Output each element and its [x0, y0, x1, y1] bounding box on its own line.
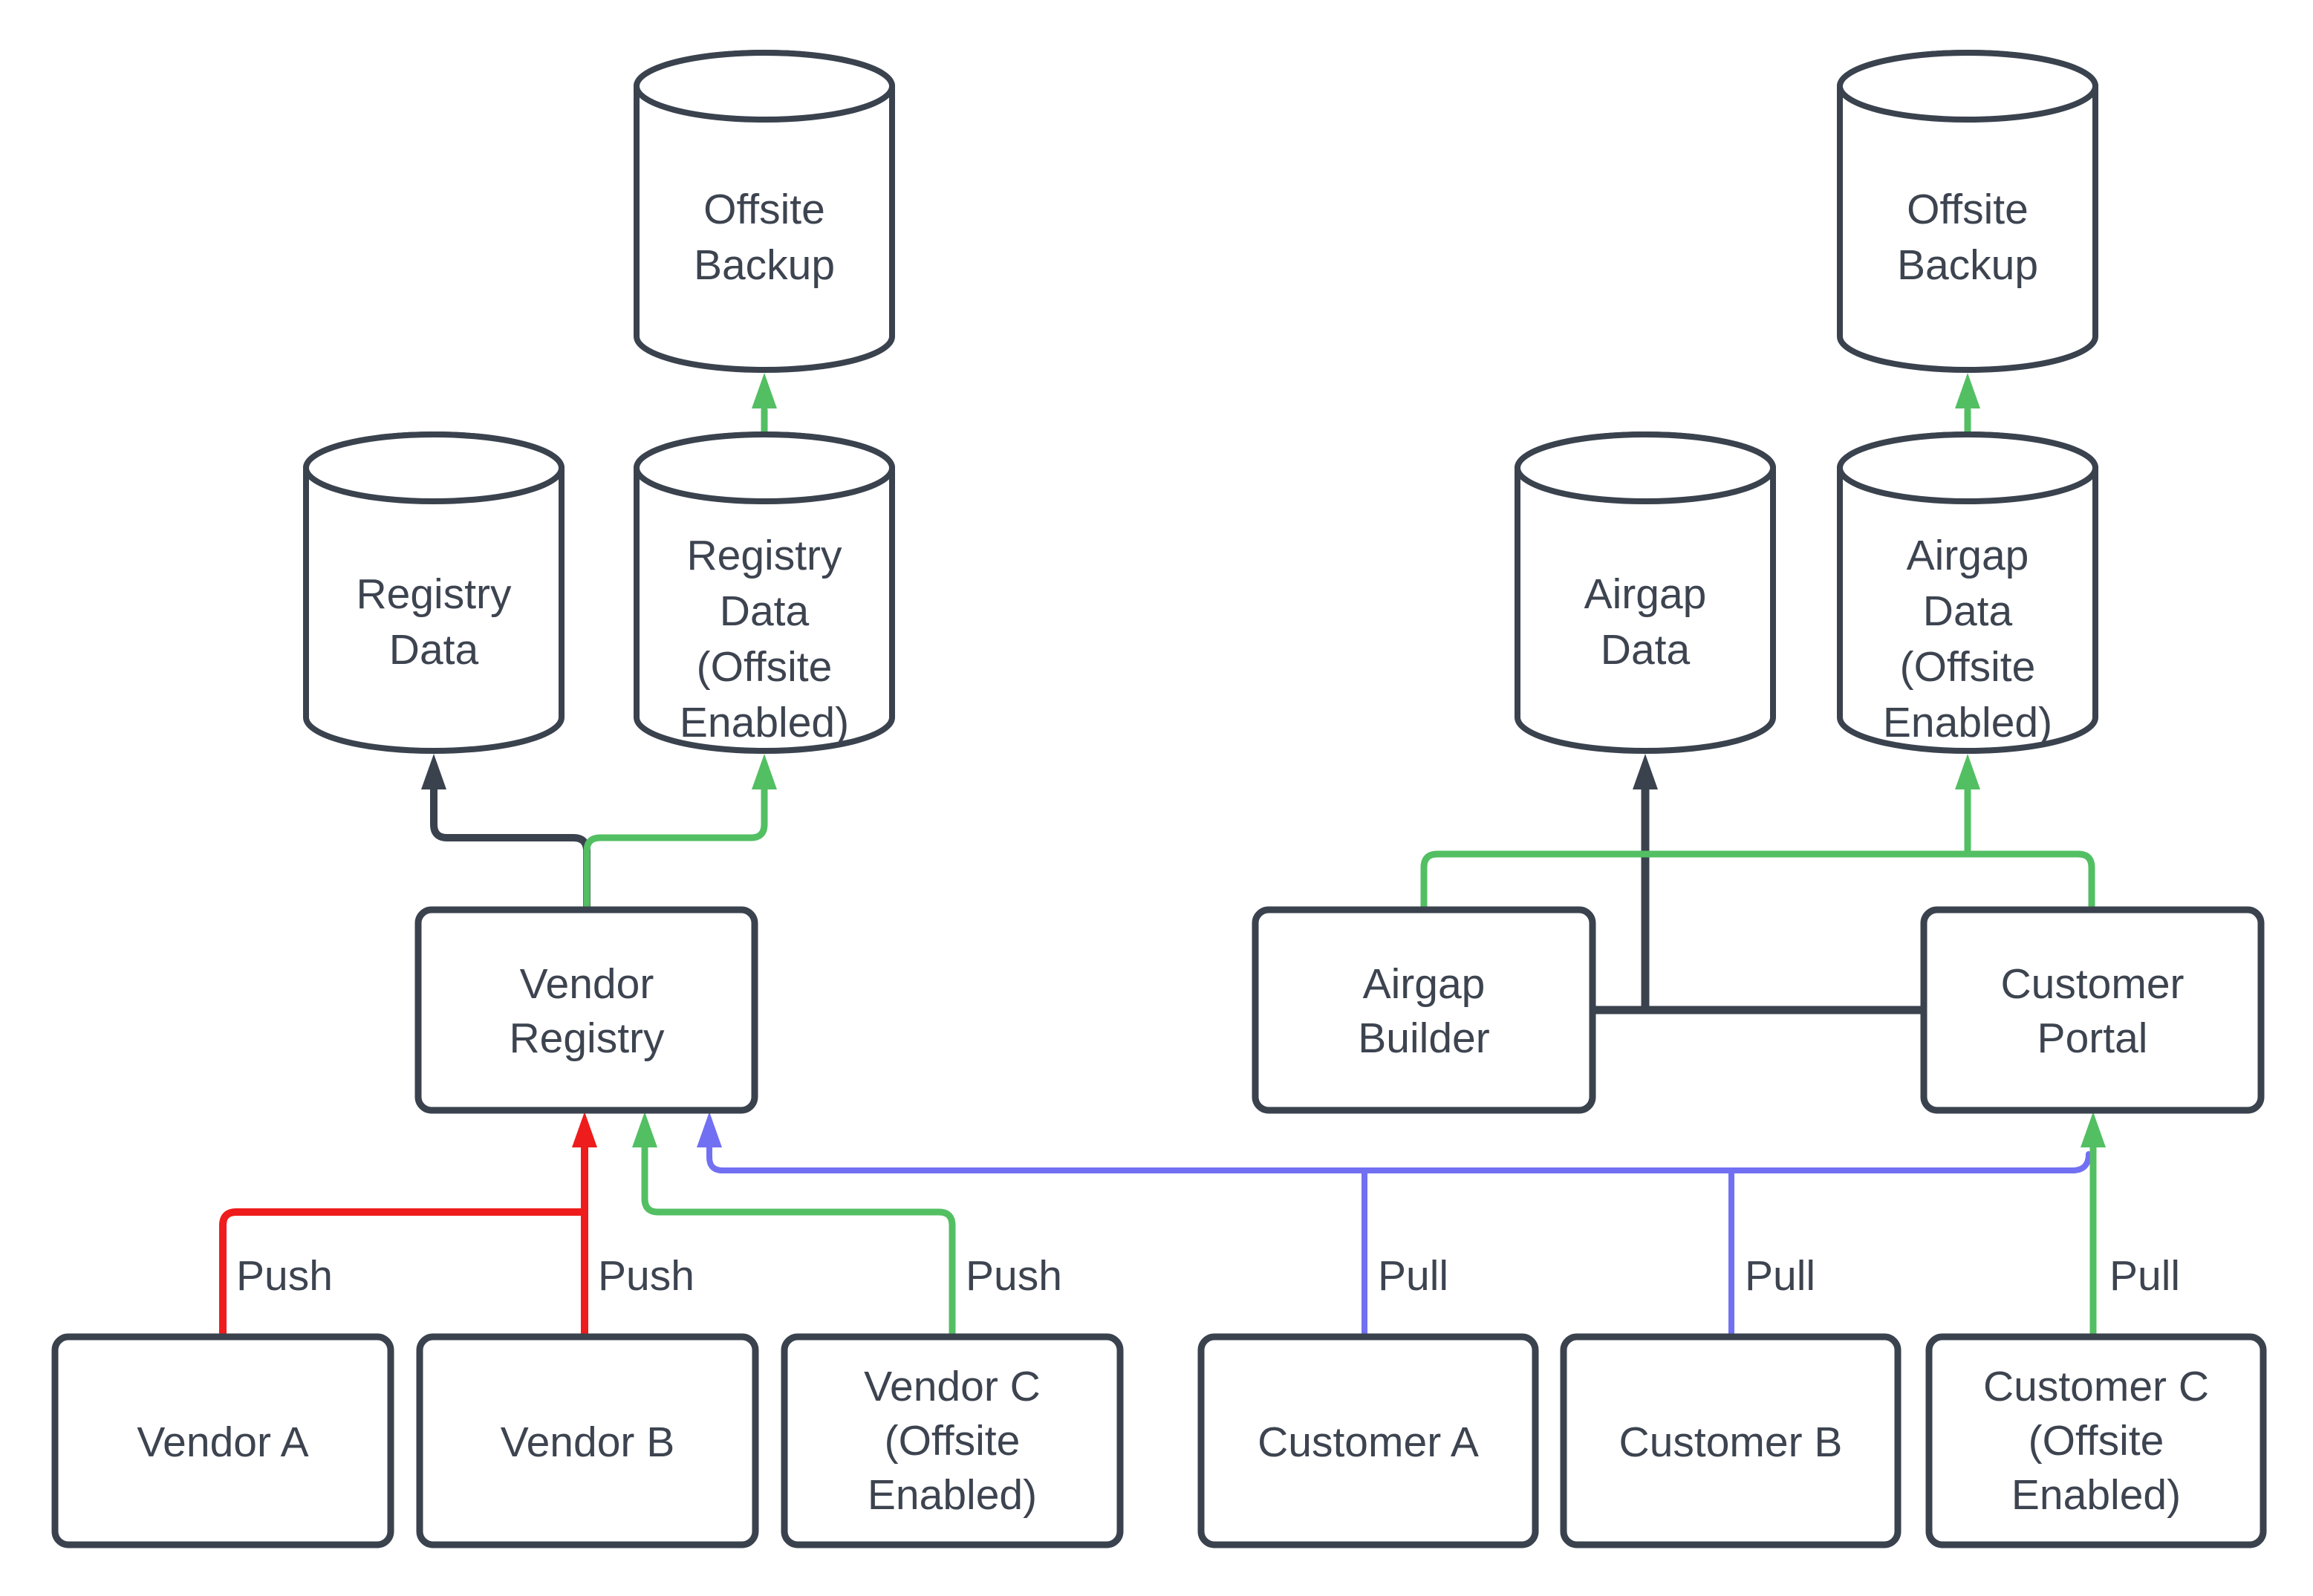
- box-customer-c: Customer C (Offsite Enabled): [1925, 1333, 2267, 1548]
- customer-portal-box: [1920, 906, 2265, 1114]
- arrowhead-customer-portal: [2081, 1112, 2106, 1147]
- customer-portal-label: Customer: [2000, 960, 2184, 1008]
- arrowhead-vendor-registry-blue: [697, 1112, 722, 1147]
- vendor-registry-box: [414, 906, 758, 1114]
- customer-a-box: [1197, 1333, 1539, 1548]
- cylinder-airgap-data: Airgap Data: [1515, 431, 1776, 754]
- arrowhead-vendor-registry-red: [572, 1112, 597, 1147]
- customer-c-box: [1925, 1333, 2267, 1548]
- vendor-registry-label: Registry: [509, 1014, 665, 1062]
- customer-c-label: (Offsite: [2029, 1417, 2164, 1465]
- box-vendor-registry: Vendor Registry: [414, 906, 758, 1114]
- vendor-c-label: (Offsite: [885, 1417, 1021, 1465]
- edge-vendor-registry-to-registry-data: [430, 780, 591, 913]
- cylinder-airgap-data-offsite: Airgap Data (Offsite Enabled): [1837, 431, 2098, 754]
- box-vendor-b: Vendor B: [416, 1333, 759, 1548]
- cylinder-top: [1837, 431, 2098, 504]
- edge-vendor-c-to-vendor-registry: [641, 1141, 956, 1341]
- cylinder-top: [1515, 431, 1776, 504]
- arrowhead-registry-data-offsite: [752, 754, 777, 789]
- vendor-b-label: Vendor B: [501, 1419, 675, 1466]
- pull-label-customer-c: Pull: [2109, 1252, 2180, 1300]
- airgap-builder-box: [1252, 906, 1596, 1114]
- customer-c-label: Customer C: [1983, 1363, 2209, 1410]
- arrowhead-airgap-data: [1633, 754, 1658, 789]
- box-customer-a: Customer A: [1197, 1333, 1539, 1548]
- push-label-vendor-a: Push: [236, 1252, 333, 1300]
- edge-customer-a-b-to-vendor-registry: [706, 1141, 2092, 1340]
- airgap-data-label: Data: [1601, 626, 1691, 674]
- push-label-vendor-b: Push: [598, 1252, 694, 1300]
- airgap-data-offsite-label: Data: [1923, 587, 2013, 635]
- pull-label-customer-a: Pull: [1378, 1252, 1448, 1300]
- offsite-backup-left-label: Backup: [694, 241, 835, 289]
- customer-b-box: [1560, 1333, 1902, 1548]
- airgap-data-offsite-label: Enabled): [1883, 699, 2052, 746]
- vendor-a-box: [51, 1333, 394, 1548]
- customer-portal-label: Portal: [2037, 1014, 2148, 1062]
- vendor-a-label: Vendor A: [137, 1419, 308, 1466]
- vendor-b-box: [416, 1333, 759, 1548]
- push-label-vendor-c: Push: [966, 1252, 1062, 1300]
- edges: [219, 373, 2106, 1341]
- vendor-registry-label: Vendor: [520, 960, 654, 1008]
- box-vendor-a: Vendor A: [51, 1333, 394, 1548]
- vendor-c-box: [781, 1333, 1124, 1548]
- vendor-c-label: Enabled): [868, 1471, 1037, 1519]
- arrowhead-offsite-backup-right: [1955, 373, 1980, 408]
- customer-c-label: Enabled): [2011, 1471, 2181, 1519]
- registry-data-label: Registry: [356, 570, 512, 618]
- edge-builder-portal-to-airgap-data-offsite: [1420, 780, 2095, 913]
- cylinder-top: [634, 431, 895, 504]
- registry-data-offsite-label: Enabled): [680, 699, 849, 746]
- registry-data-offsite-label: Registry: [686, 532, 842, 579]
- registry-data-offsite-label: (Offsite: [697, 643, 833, 691]
- cylinder-registry-data: Registry Data: [303, 431, 565, 754]
- box-customer-b: Customer B: [1560, 1333, 1902, 1548]
- edge-labels: Push Push Push Pull Pull Pull: [236, 1252, 2180, 1300]
- airgap-builder-label: Builder: [1358, 1014, 1489, 1062]
- arrowhead-airgap-data-offsite: [1955, 754, 1980, 789]
- airgap-data-offsite-label: Airgap: [1907, 532, 2029, 579]
- box-customer-portal: Customer Portal: [1920, 906, 2265, 1114]
- vendor-c-label: Vendor C: [864, 1363, 1041, 1410]
- pull-label-customer-b: Pull: [1745, 1252, 1815, 1300]
- edge-vendor-a-b-to-vendor-registry: [219, 1141, 588, 1341]
- cylinder-offsite-backup-left: Offsite Backup: [634, 50, 895, 373]
- box-airgap-builder: Airgap Builder: [1252, 906, 1596, 1114]
- offsite-backup-left-label: Offsite: [703, 186, 825, 233]
- offsite-backup-right-label: Offsite: [1907, 186, 2029, 233]
- arrowhead-registry-data: [421, 754, 446, 789]
- arrowhead-offsite-backup-left: [752, 373, 777, 408]
- cylinder-registry-data-offsite: Registry Data (Offsite Enabled): [634, 431, 895, 754]
- cylinder-top: [634, 50, 895, 123]
- offsite-backup-right-label: Backup: [1897, 241, 2038, 289]
- customer-b-label: Customer B: [1619, 1419, 1843, 1466]
- airgap-data-label: Airgap: [1584, 570, 1707, 618]
- airgap-data-offsite-label: (Offsite: [1900, 643, 2036, 691]
- registry-data-offsite-label: Data: [720, 587, 810, 635]
- customer-a-label: Customer A: [1258, 1419, 1479, 1466]
- box-vendor-c: Vendor C (Offsite Enabled): [781, 1333, 1124, 1548]
- airgap-builder-label: Airgap: [1363, 960, 1486, 1008]
- edge-vendor-registry-to-registry-data-offsite: [583, 780, 768, 913]
- registry-data-label: Data: [389, 626, 479, 674]
- edge-portal-builder-to-airgap-data: [1588, 779, 1928, 1014]
- arrowhead-vendor-registry-green: [632, 1112, 657, 1147]
- cylinder-offsite-backup-right: Offsite Backup: [1837, 50, 2098, 373]
- cylinder-top: [303, 431, 565, 504]
- cylinder-top: [1837, 50, 2098, 123]
